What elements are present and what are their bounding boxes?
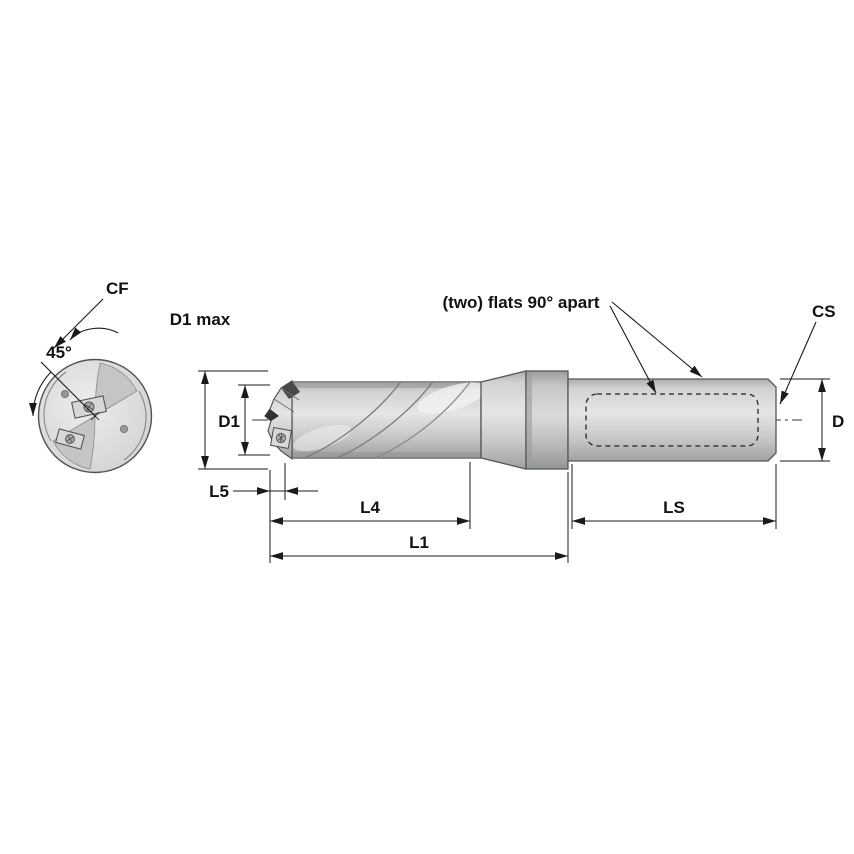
face-arc-right [123,390,147,461]
cf-leader-line [53,298,104,349]
coolant-hole-right [120,424,129,433]
dim-l4: L4 [270,498,470,525]
drill-taper [480,370,527,470]
tip-insert [269,426,293,450]
screw-torx-icon [66,435,74,443]
screw-torx-icon [277,433,285,443]
flute-curve-3 [373,382,471,458]
dim-ls-label: LS [663,498,685,517]
callouts: CF 45° (two) flats 90° apart CS [29,279,836,418]
dim-d: D [780,378,844,462]
face-insert-periphery [55,428,85,450]
angle-reference-line [40,361,97,418]
callout-cs-label: CS [812,302,836,321]
drill-shank [567,378,777,462]
face-arc-left [43,371,67,442]
dim-l1: L1 [270,533,568,560]
screw-torx-icon [84,402,94,412]
dim-d1-label: D1 [218,412,240,431]
rotation-direction-arrow [69,327,119,341]
shank-outline [567,378,777,462]
drill-tip [264,379,300,461]
callout-cf-label: CF [106,279,129,298]
flute-highlight-2 [293,425,351,451]
flats-leader-lower [609,305,657,394]
flute-curve-2 [335,382,434,458]
flute-curve-1 [302,382,402,458]
angle-arc-arrow [29,371,52,417]
collar-outline [525,370,569,470]
dim-l4-label: L4 [360,498,380,517]
flute-top-shadow [292,382,481,388]
callout-angle-label: 45° [46,343,72,362]
dim-d1max-label: D1 max [170,310,231,329]
flute-bottom-shadow [292,452,481,458]
dim-l5-label: L5 [209,482,229,501]
dim-d1: D1 [218,384,270,456]
dim-d-label: D [832,412,844,431]
side-view [252,370,802,470]
tip-edge-lines [273,387,300,413]
dim-ls: LS [572,498,776,525]
tip-pocket-point [265,409,279,421]
coolant-hole-left [61,389,70,398]
dim-d1-max: D1 max [170,310,268,470]
collar-edge-shade [527,372,532,468]
dimensions: D1 max D1 D L5 [170,310,844,563]
callout-flats-label: (two) flats 90° apart [443,293,600,312]
cs-leader-line [779,321,817,405]
tip-pocket-upper [281,381,300,399]
dim-l5: L5 [209,482,318,501]
drill-collar [525,370,569,470]
drill-flute-body [291,381,482,459]
dim-l1-label: L1 [409,533,429,552]
flute-highlight [417,382,481,414]
flats-leader-upper [611,301,703,378]
shank-flat-dashed-outline [585,393,759,447]
